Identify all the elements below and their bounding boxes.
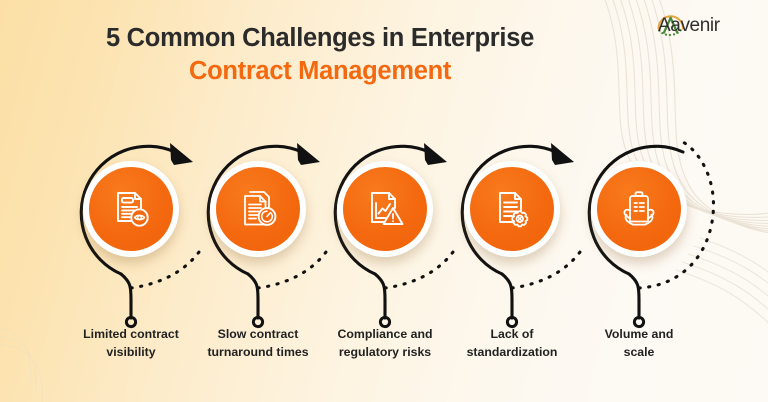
document-eye-icon <box>117 192 149 227</box>
disc-5 <box>597 167 681 251</box>
step-circle-4[interactable] <box>464 161 560 257</box>
disc-2 <box>216 167 300 251</box>
step-label-4-line-1: Lack of <box>490 327 534 341</box>
dashed-link-4 <box>510 250 582 290</box>
dashed-link-1 <box>129 250 201 290</box>
step-label-2-line-2: turnaround times <box>207 344 309 359</box>
header: 5 Common Challenges in Enterprise Contra… <box>0 22 640 87</box>
disc-3 <box>343 167 427 251</box>
step-label-5: Volume and scale <box>564 326 714 362</box>
documents-clock-icon <box>244 191 277 226</box>
stem-curve-step-1 <box>119 272 133 302</box>
stem-curve-step-3 <box>373 272 387 302</box>
step-circle-3[interactable] <box>337 161 433 257</box>
brand-logo[interactable]: Aavenir <box>652 8 750 42</box>
step-label-3-line-1: Compliance and <box>337 327 433 341</box>
stem-curve-step-5 <box>627 272 641 302</box>
step-circle-1[interactable] <box>83 161 179 257</box>
aavenir-swoosh-icon <box>657 15 684 37</box>
page-title-line-2: Contract Management <box>188 56 452 85</box>
step-circle-2[interactable] <box>210 161 306 257</box>
step-label-3-line-2: regulatory risks <box>338 344 432 359</box>
step-label-4: Lack of standardization <box>437 326 587 362</box>
hands-holding-clipboard-icon <box>623 191 655 226</box>
step-label-4-line-2: standardization <box>466 344 558 359</box>
disc-4 <box>470 167 554 251</box>
step-label-1: Limited contract visibility <box>56 326 206 362</box>
document-gear-icon <box>499 192 529 228</box>
page-title-line-1: 5 Common Challenges in Enterprise <box>106 24 534 52</box>
step-label-2-line-1: Slow contract <box>217 327 299 341</box>
step-label-3: Compliance and regulatory risks <box>310 326 460 362</box>
step-label-2: Slow contract turnaround times <box>183 326 333 362</box>
step-label-1-line-1: Limited contract <box>83 327 179 341</box>
step-label-1-line-2: visibility <box>106 344 156 359</box>
dashed-link-3 <box>383 250 455 290</box>
step-circle-5[interactable] <box>591 161 687 257</box>
dashed-link-2 <box>256 250 328 290</box>
disc-1 <box>89 167 173 251</box>
stem-curve-step-4 <box>500 272 514 302</box>
stem-curve-step-2 <box>246 272 260 302</box>
step-label-5-line-1: Volume and <box>604 327 674 341</box>
document-chart-warning-icon <box>371 192 404 225</box>
step-label-5-line-2: scale <box>623 344 655 359</box>
logo-wordmark: Aavenir <box>658 15 720 36</box>
